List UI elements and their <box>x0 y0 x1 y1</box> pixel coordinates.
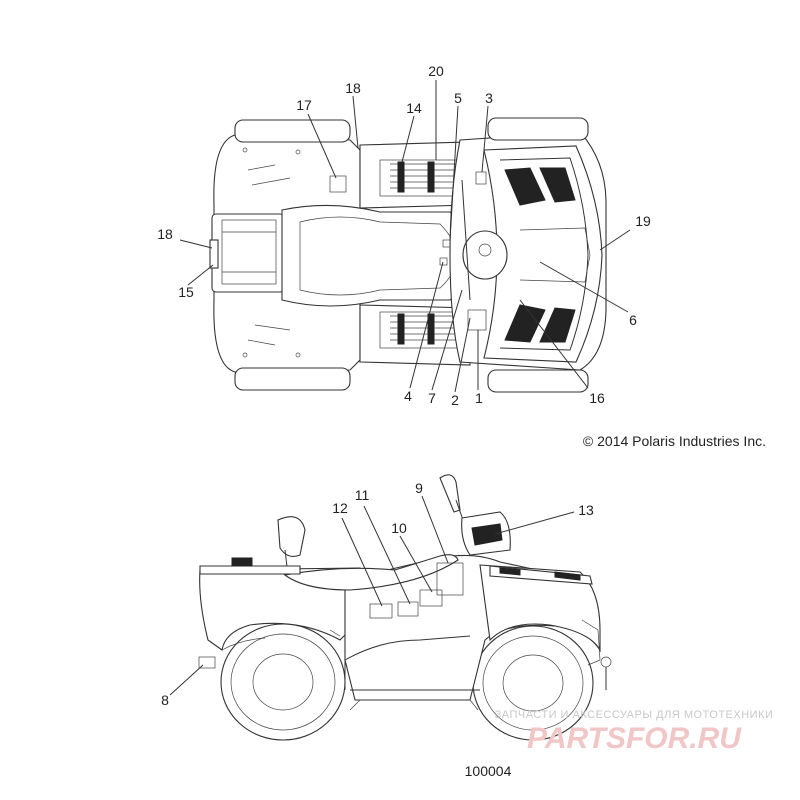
callout-5: 5 <box>454 90 462 106</box>
callout-1: 1 <box>475 390 483 406</box>
watermark-tagline: ЗАПЧАСТИ И АКСЕССУАРЫ ДЛЯ МОТОТЕХНИКИ <box>495 709 774 721</box>
callout-10: 10 <box>391 520 407 536</box>
callout-15: 15 <box>178 284 194 300</box>
callout-7: 7 <box>428 390 436 406</box>
callout-9: 9 <box>415 480 423 496</box>
atv-side-view <box>198 474 612 741</box>
callout-4: 4 <box>404 388 412 404</box>
callout-14: 14 <box>406 100 422 116</box>
callout-20: 20 <box>428 63 444 79</box>
footrest-grille-top <box>379 159 466 197</box>
top-view-callouts: 17 18 14 20 5 3 18 15 19 6 16 4 7 2 1 <box>157 63 651 408</box>
side-view-callouts: 8 9 10 11 12 13 <box>161 480 594 708</box>
side-view-leaders <box>169 495 575 696</box>
watermark-logo: PARTSFOR.RU <box>527 722 742 755</box>
callout-19: 16 <box>589 390 605 406</box>
watermark: ЗАПЧАСТИ И АКСЕССУАРЫ ДЛЯ МОТОТЕХНИКИ PA… <box>495 709 774 755</box>
callout-11: 11 <box>355 487 370 503</box>
callout-16: 17 <box>296 97 312 113</box>
atv-top-view <box>209 117 607 393</box>
callout-18-rear: 18 <box>157 226 173 242</box>
callout-8: 8 <box>161 692 169 708</box>
figure-number: 100004 <box>465 763 512 779</box>
top-view-leaders <box>179 80 631 393</box>
callout-3: 3 <box>485 90 493 106</box>
callout-2: 2 <box>451 392 459 408</box>
callout-6: 6 <box>629 312 637 328</box>
callout-13: 13 <box>578 502 594 518</box>
callout-18-front: 19 <box>635 213 651 229</box>
copyright-text: © 2014 Polaris Industries Inc. <box>583 433 766 449</box>
callout-12: 12 <box>332 500 348 516</box>
callout-17: 18 <box>345 80 361 96</box>
